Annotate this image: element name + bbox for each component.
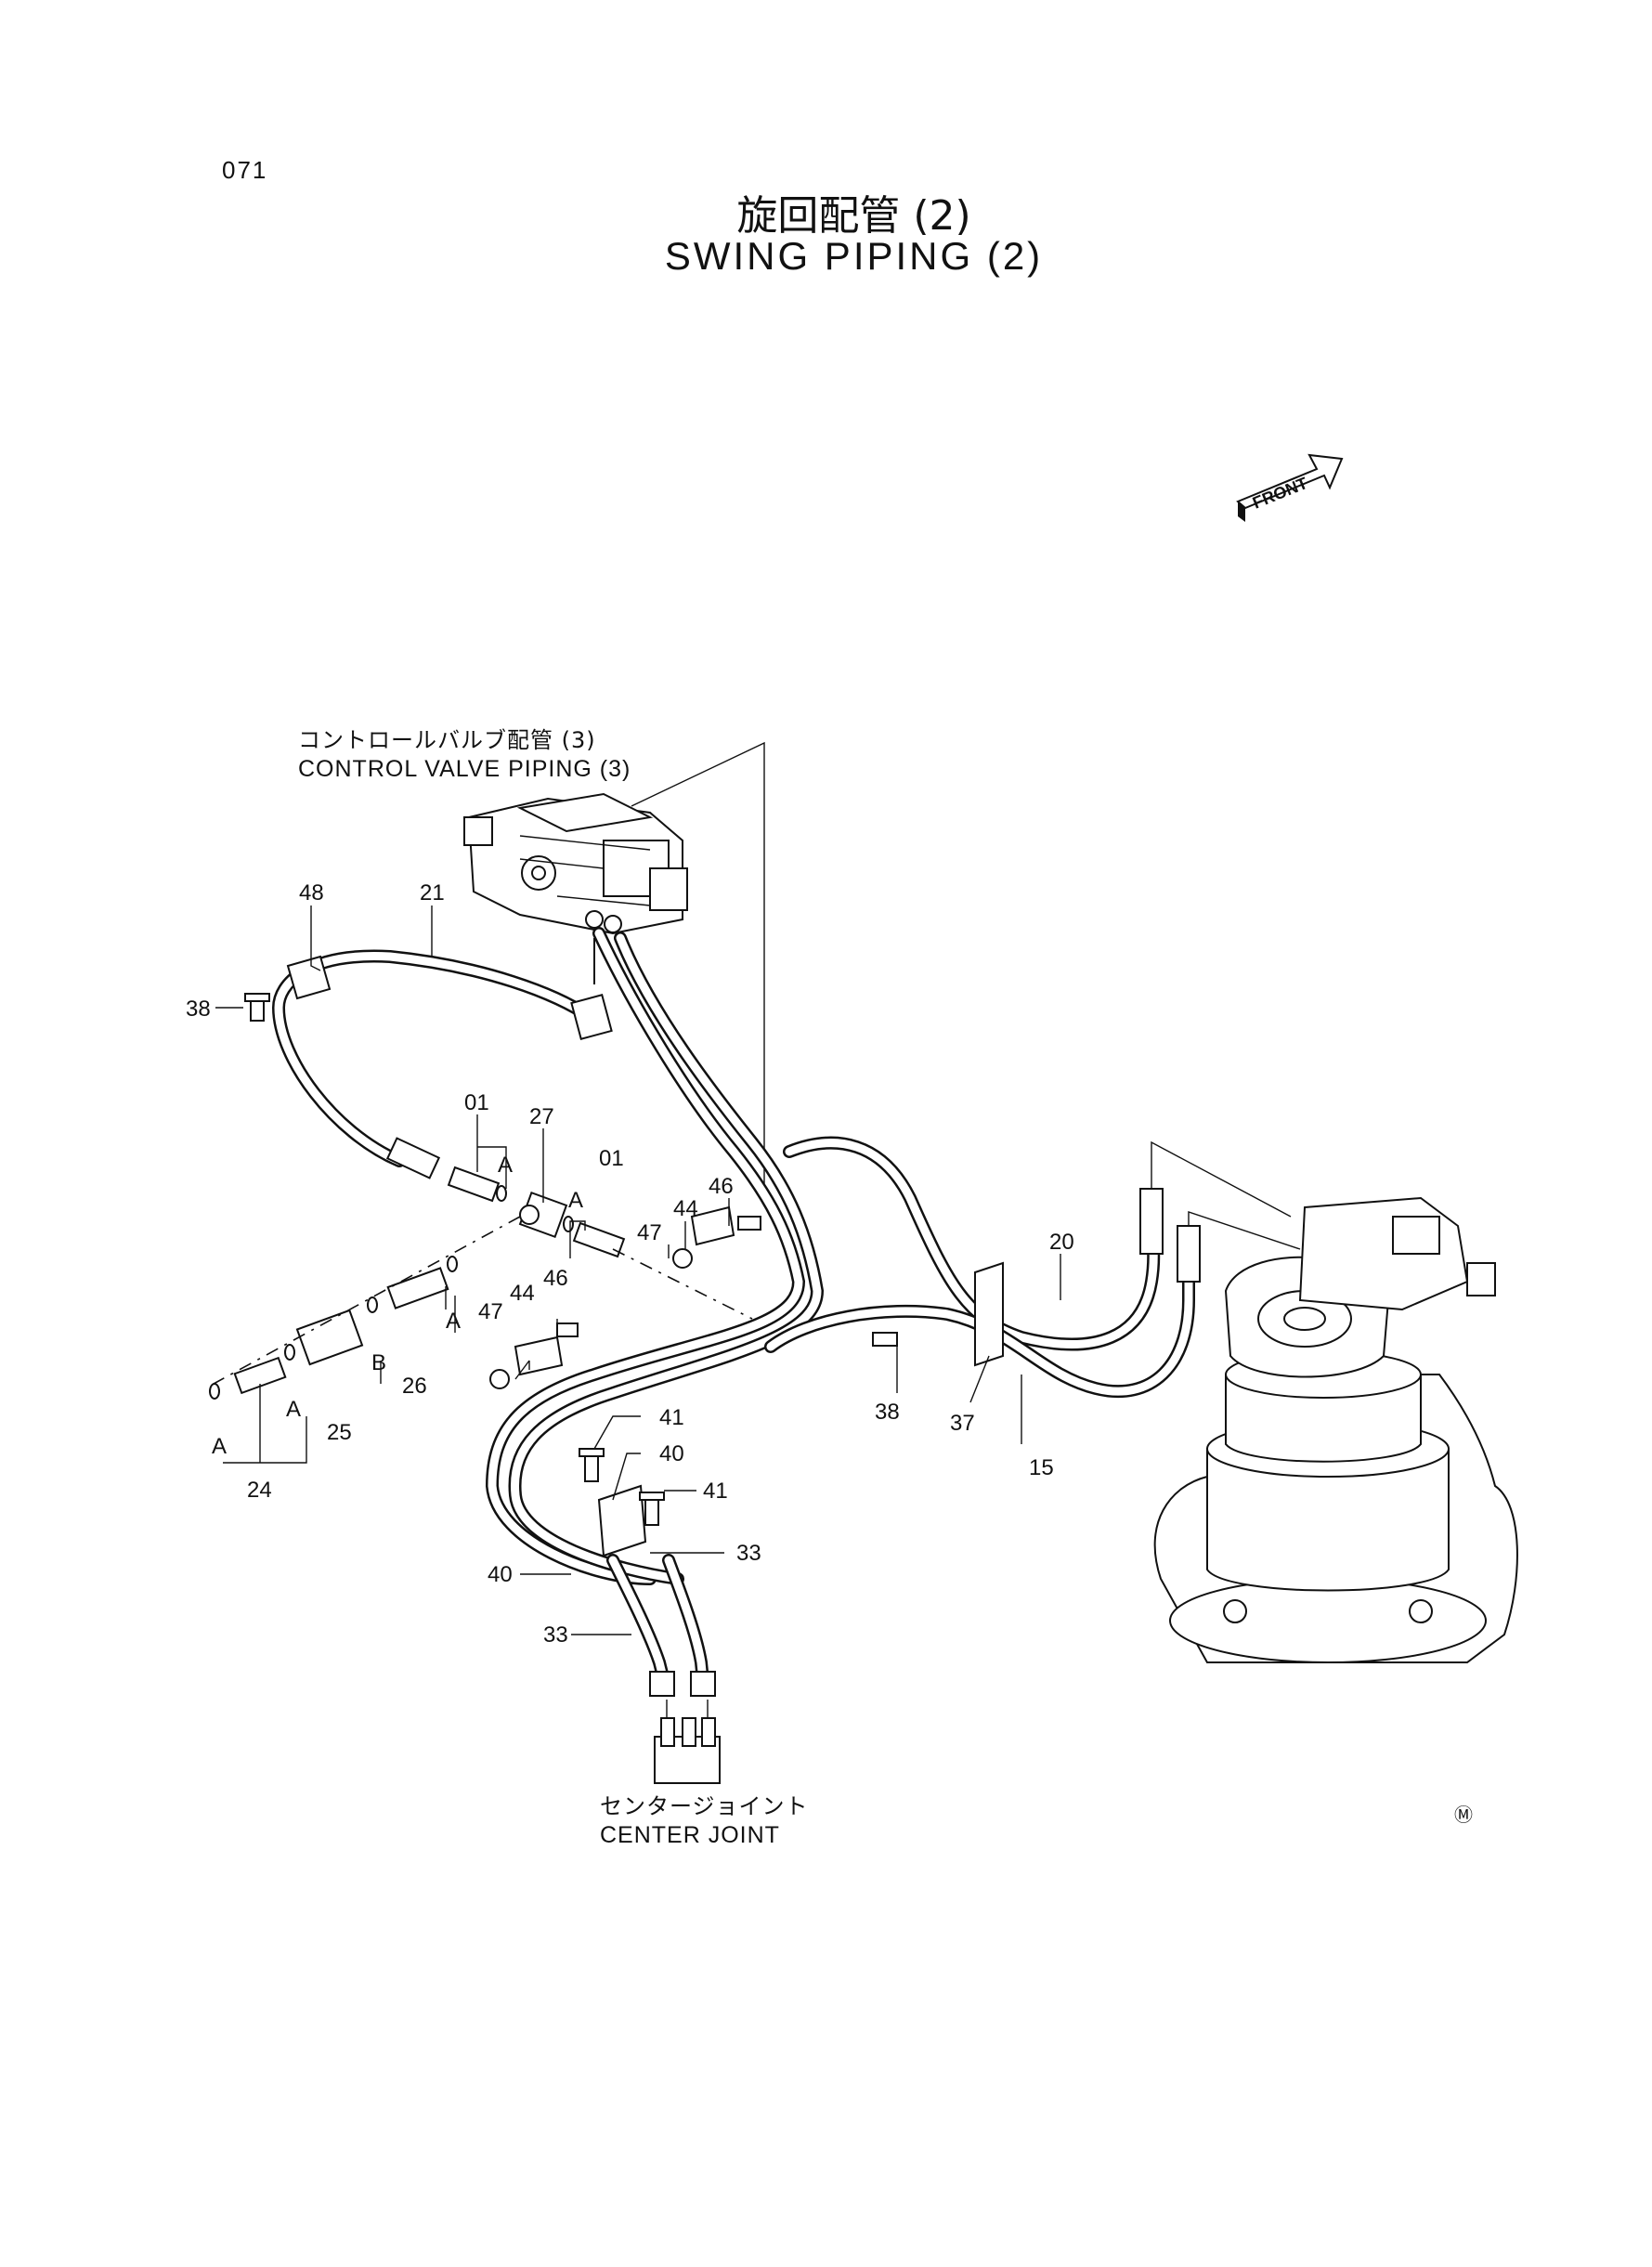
assembly-centerline-2 <box>612 1248 753 1320</box>
page-title-japanese: 旋回配管 (2) <box>736 192 971 240</box>
callout-37: 37 <box>950 1411 975 1436</box>
nut-47-upper-icon <box>672 1248 693 1269</box>
callout-33-upper: 33 <box>736 1541 761 1566</box>
callout-leaders <box>215 905 1061 1635</box>
callout-15: 15 <box>1029 1455 1054 1480</box>
bolt-41-upper-icon <box>579 1448 605 1482</box>
control-valve-note: CONTROL VALVE PIPING (3) <box>298 756 631 782</box>
swing-motor <box>1153 1196 1518 1663</box>
callout-26: 26 <box>402 1374 427 1399</box>
elbow-27 <box>518 1191 568 1239</box>
callout-21: 21 <box>420 880 445 905</box>
callout-38-right: 38 <box>875 1400 900 1425</box>
fitting-01-upper <box>447 1166 501 1203</box>
front-arrow-icon: FRONT <box>1236 453 1344 522</box>
callout-41-upper: 41 <box>659 1405 684 1430</box>
callout-24: 24 <box>247 1478 272 1503</box>
fitting-01-lower <box>572 1221 626 1258</box>
pilot-hoses <box>485 927 825 1585</box>
callout-A-1: A <box>498 1153 513 1178</box>
callout-B: B <box>371 1350 386 1375</box>
callout-01-lower: 01 <box>599 1146 624 1171</box>
callout-A-3: A <box>446 1309 461 1334</box>
bolt-38-right-icon <box>872 1332 898 1347</box>
callout-44-upper: 44 <box>673 1196 698 1221</box>
callout-46-lower: 46 <box>543 1266 568 1291</box>
center-joint-note: CENTER JOINT <box>600 1822 780 1848</box>
manufacturer-mark: Ⓜ <box>1454 1805 1473 1826</box>
bolt-46-lower-icon <box>556 1322 579 1337</box>
hose-20 <box>783 1136 1164 1351</box>
fitting-26 <box>386 1267 449 1309</box>
page-number: 071 <box>222 156 268 184</box>
control-valve-leader <box>631 741 765 1203</box>
callout-44-lower: 44 <box>510 1281 535 1306</box>
callout-33-lower: 33 <box>543 1622 568 1648</box>
page-title: SWING PIPING (2) <box>664 234 1044 278</box>
swing-motor-leader <box>1151 1140 1292 1218</box>
callout-40-upper: 40 <box>659 1441 684 1466</box>
callout-20: 20 <box>1049 1230 1074 1255</box>
callout-A-4: A <box>286 1397 301 1422</box>
clamp-48 <box>286 955 332 1000</box>
bracket-44-upper <box>690 1205 735 1246</box>
bracket-44-lower <box>514 1335 564 1376</box>
callout-48: 48 <box>299 880 324 905</box>
callout-41-lower: 41 <box>703 1479 728 1504</box>
center-joint-note-japanese: センタージョイント <box>600 1793 809 1819</box>
callout-38-left: 38 <box>186 997 211 1022</box>
control-valve-note-japanese: コントロールバルブ配管 (3) <box>298 727 596 753</box>
callout-A-5: A <box>212 1434 227 1459</box>
swing-motor-leader-2 <box>1188 1211 1301 1250</box>
callout-01-upper: 01 <box>464 1090 489 1115</box>
callout-46-upper: 46 <box>709 1174 734 1199</box>
callout-40-lower: 40 <box>488 1562 513 1587</box>
clamp-37 <box>974 1261 1004 1367</box>
callout-47-upper: 47 <box>637 1220 662 1245</box>
callout-47-lower: 47 <box>478 1299 503 1324</box>
callout-25: 25 <box>327 1420 352 1445</box>
hose-15 <box>764 1225 1201 1399</box>
bolt-41-lower-icon <box>639 1492 665 1526</box>
control-valve <box>463 792 688 935</box>
hose-21 <box>271 938 613 1179</box>
bolt-38-left-icon <box>244 993 270 1022</box>
assembly-centerline <box>213 1216 521 1385</box>
fitting-24 <box>233 1356 287 1395</box>
center-joint <box>654 1700 721 1784</box>
bracket-40 <box>597 1484 647 1557</box>
coupling-25 <box>295 1309 364 1366</box>
front-label: FRONT <box>1250 474 1310 513</box>
bolt-46-upper-icon <box>737 1216 761 1231</box>
callout-A-2: A <box>568 1188 583 1213</box>
callout-27: 27 <box>529 1104 554 1129</box>
hoses-33 <box>606 1554 716 1697</box>
nut-47-lower-icon <box>489 1369 510 1389</box>
